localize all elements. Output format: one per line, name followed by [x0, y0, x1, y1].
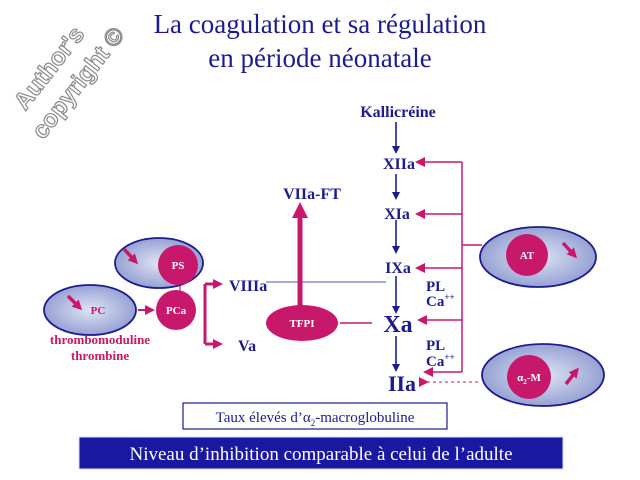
at-circle [506, 234, 548, 276]
tfpi-label: TFPI [289, 318, 314, 330]
cofactor-thrombomoduline: thrombomoduline [50, 332, 150, 347]
ixa-label: IXa [385, 260, 411, 277]
at-label: AT [520, 250, 535, 262]
a2m-circle [507, 355, 551, 399]
pca-label: PCa [166, 305, 187, 317]
pl2-label: PL [426, 338, 445, 354]
viiia-label: VIIIa [229, 278, 267, 295]
taux-eleves-box [182, 402, 448, 430]
tfpi-circle [266, 305, 338, 341]
pc-ellipse [43, 284, 137, 336]
va-label: Va [238, 338, 256, 355]
a2m-label: α2-M [517, 372, 541, 386]
viia-ft-label: VIIa-FT [283, 186, 341, 203]
niveau-inhibition-text: Niveau d’inhibition comparable à celui d… [129, 444, 512, 465]
pc-label: PC [91, 305, 106, 317]
xiia-label: XIIa [383, 156, 415, 173]
ps-circle [158, 245, 198, 285]
title-line1: La coagulation et sa régulation [154, 9, 487, 39]
decrease-arrow-icon [66, 241, 578, 311]
kallicreine-label: Kallicréine [360, 104, 436, 121]
niveau-inhibition-banner [78, 436, 564, 470]
at-inhibition-lines [415, 157, 482, 377]
pca-inhibition-bracket [203, 279, 223, 349]
copyright-watermark: Author's copyright © [8, 21, 131, 145]
cofactor-thrombine: thrombine [71, 348, 129, 363]
increase-arrow-icon [564, 367, 579, 386]
ca2-label: Ca++ [426, 352, 455, 370]
xia-label: XIa [384, 206, 410, 223]
ps-label: PS [172, 260, 185, 272]
taux-eleves-text: Taux élevés d’α2-macroglobuline [216, 410, 415, 428]
xa-label: Xa [383, 312, 412, 338]
pl1-label: PL [426, 279, 445, 295]
ca1-label: Ca++ [426, 292, 455, 310]
pca-circle [156, 290, 196, 330]
iia-label: IIa [388, 371, 416, 396]
title-line2: en période néonatale [208, 43, 431, 73]
